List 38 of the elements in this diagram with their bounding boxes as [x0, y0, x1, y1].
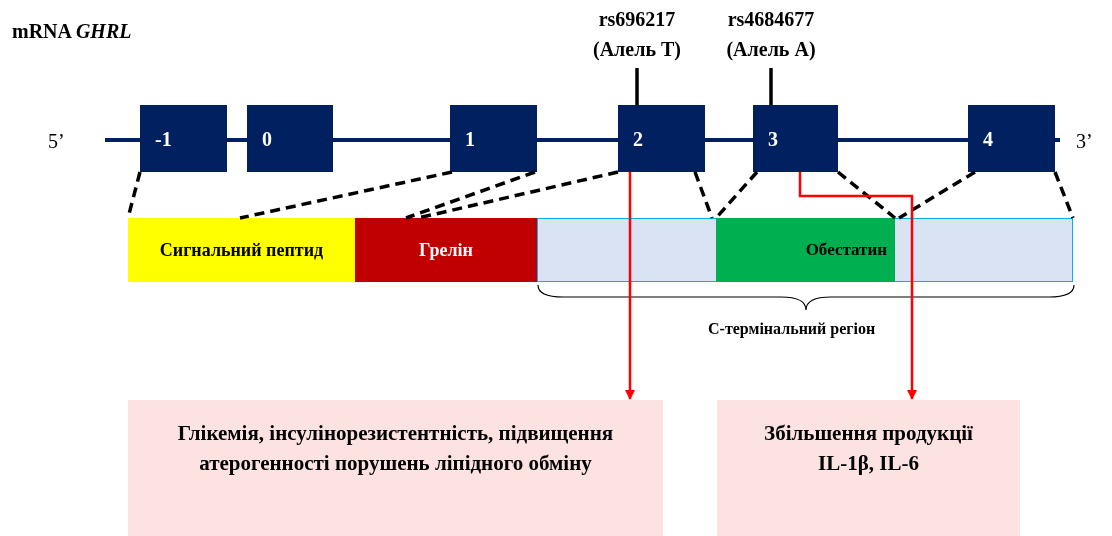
ghrelin-segment: [355, 218, 537, 282]
dashed-connector: [1053, 171, 1075, 219]
obestatin-segment: [716, 218, 895, 282]
effect-box: [128, 400, 663, 536]
diagram-title: mRNA GHRL: [12, 19, 132, 44]
exon-box: [968, 105, 1055, 172]
strand-end-label: 5’: [48, 129, 65, 154]
exon-box: [140, 105, 227, 172]
dashed-connector: [405, 170, 536, 220]
exon-number: 4: [983, 126, 993, 152]
exon-box: [753, 105, 838, 172]
strand-end-label: 3’: [1076, 129, 1093, 154]
dashed-connector: [836, 170, 897, 220]
exon-box: [450, 105, 537, 172]
node-text: rs4684677 (Алель A): [725, 7, 817, 63]
exon-number: 0: [262, 126, 272, 152]
signal-peptide-segment: [128, 218, 355, 282]
exon-number: -1: [155, 126, 172, 152]
exon-box: [618, 105, 705, 172]
node-text: rs696217 (Алель T): [592, 7, 682, 63]
exon-number: 1: [465, 126, 475, 152]
node-text: Сигнальний пептид: [159, 238, 324, 262]
leader-line: [769, 68, 773, 105]
dashed-connector: [898, 170, 976, 220]
node-text: Глікемія, інсулінорезистентність, підвищення атерогенності порушень ліпідного обміну: [176, 420, 615, 477]
leader-line: [635, 68, 639, 105]
arrow: [798, 172, 917, 400]
exon-number: 3: [768, 126, 778, 152]
region-label: С-термінальний регіон: [708, 319, 876, 340]
exon-number: 2: [633, 126, 643, 152]
node-text: Обестатин: [805, 239, 887, 262]
arrow: [625, 172, 635, 400]
node-text: Грелін: [419, 238, 473, 262]
dashed-connector: [693, 171, 714, 219]
effect-box: [717, 400, 1020, 536]
exon-box: [247, 105, 333, 172]
node-text: Збільшення продукції IL-1β, IL-6: [763, 420, 974, 477]
dashed-connector: [239, 170, 453, 220]
